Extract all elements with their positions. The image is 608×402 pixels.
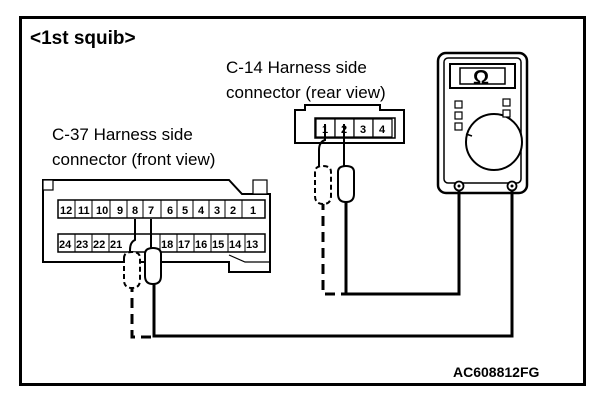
c37-pin-label: 3: [214, 205, 220, 217]
c37-pin-label: 16: [195, 239, 207, 251]
probe-c14-pin2: [337, 124, 355, 204]
c37-label-line2: connector (front view): [52, 150, 215, 169]
c37-bottom-row: 24 23 22 21 18 17 16 15 14 13: [59, 239, 258, 251]
c14-pin-label: 3: [360, 124, 366, 136]
c37-pin-label: 5: [182, 205, 188, 217]
c37-pin-label: 22: [93, 239, 105, 251]
ohm-symbol: Ω: [473, 67, 489, 89]
c37-pin-label: 13: [246, 239, 258, 251]
probe-c14-pin1: [314, 124, 332, 206]
c37-pin-label: 11: [78, 205, 90, 217]
c37-pin-label: 9: [117, 205, 123, 217]
c37-pin-label: 7: [148, 205, 154, 217]
c37-pin-label: 12: [60, 205, 72, 217]
ohmmeter: Ω: [436, 51, 529, 195]
c14-label-line2: connector (rear view): [226, 83, 386, 102]
c37-pin-label: 8: [132, 205, 138, 217]
c37-pin-label: 1: [250, 205, 256, 217]
c37-label-line1: C-37 Harness side: [52, 125, 193, 144]
c37-pin-label: 2: [230, 205, 236, 217]
c37-pin-label: 14: [229, 239, 242, 251]
c37-connector: 12 11 10 9 8 7 6 5 4 3 2 1 24 23 22: [42, 179, 271, 273]
probe-c37-pin8: [123, 219, 141, 290]
c37-pin-label: 6: [167, 205, 173, 217]
probe-c37-pin7: [144, 219, 162, 286]
c37-pin-label: 10: [96, 205, 108, 217]
c14-pin-label: 4: [379, 124, 386, 136]
c37-pin-label: 15: [212, 239, 224, 251]
c37-pin-label: 23: [76, 239, 88, 251]
test-lead-solid: [152, 190, 514, 338]
c14-connector: 1 2 3 4: [294, 104, 405, 144]
diagram-title: <1st squib>: [30, 28, 136, 49]
test-lead-left: [346, 190, 461, 296]
dial-icon: [465, 113, 523, 171]
c37-pin-label: 18: [161, 239, 173, 251]
figure-id: AC608812FG: [453, 364, 539, 380]
c37-pin-label: 24: [59, 239, 72, 251]
test-lead-dashed-c37: [130, 282, 154, 339]
c37-pin-label: 4: [198, 205, 205, 217]
c14-label-line1: C-14 Harness side: [226, 58, 367, 77]
c37-top-row: 12 11 10 9 8 7 6 5 4 3 2 1: [60, 205, 256, 217]
c37-pin-label: 17: [178, 239, 190, 251]
c37-pin-label: 21: [110, 239, 122, 251]
